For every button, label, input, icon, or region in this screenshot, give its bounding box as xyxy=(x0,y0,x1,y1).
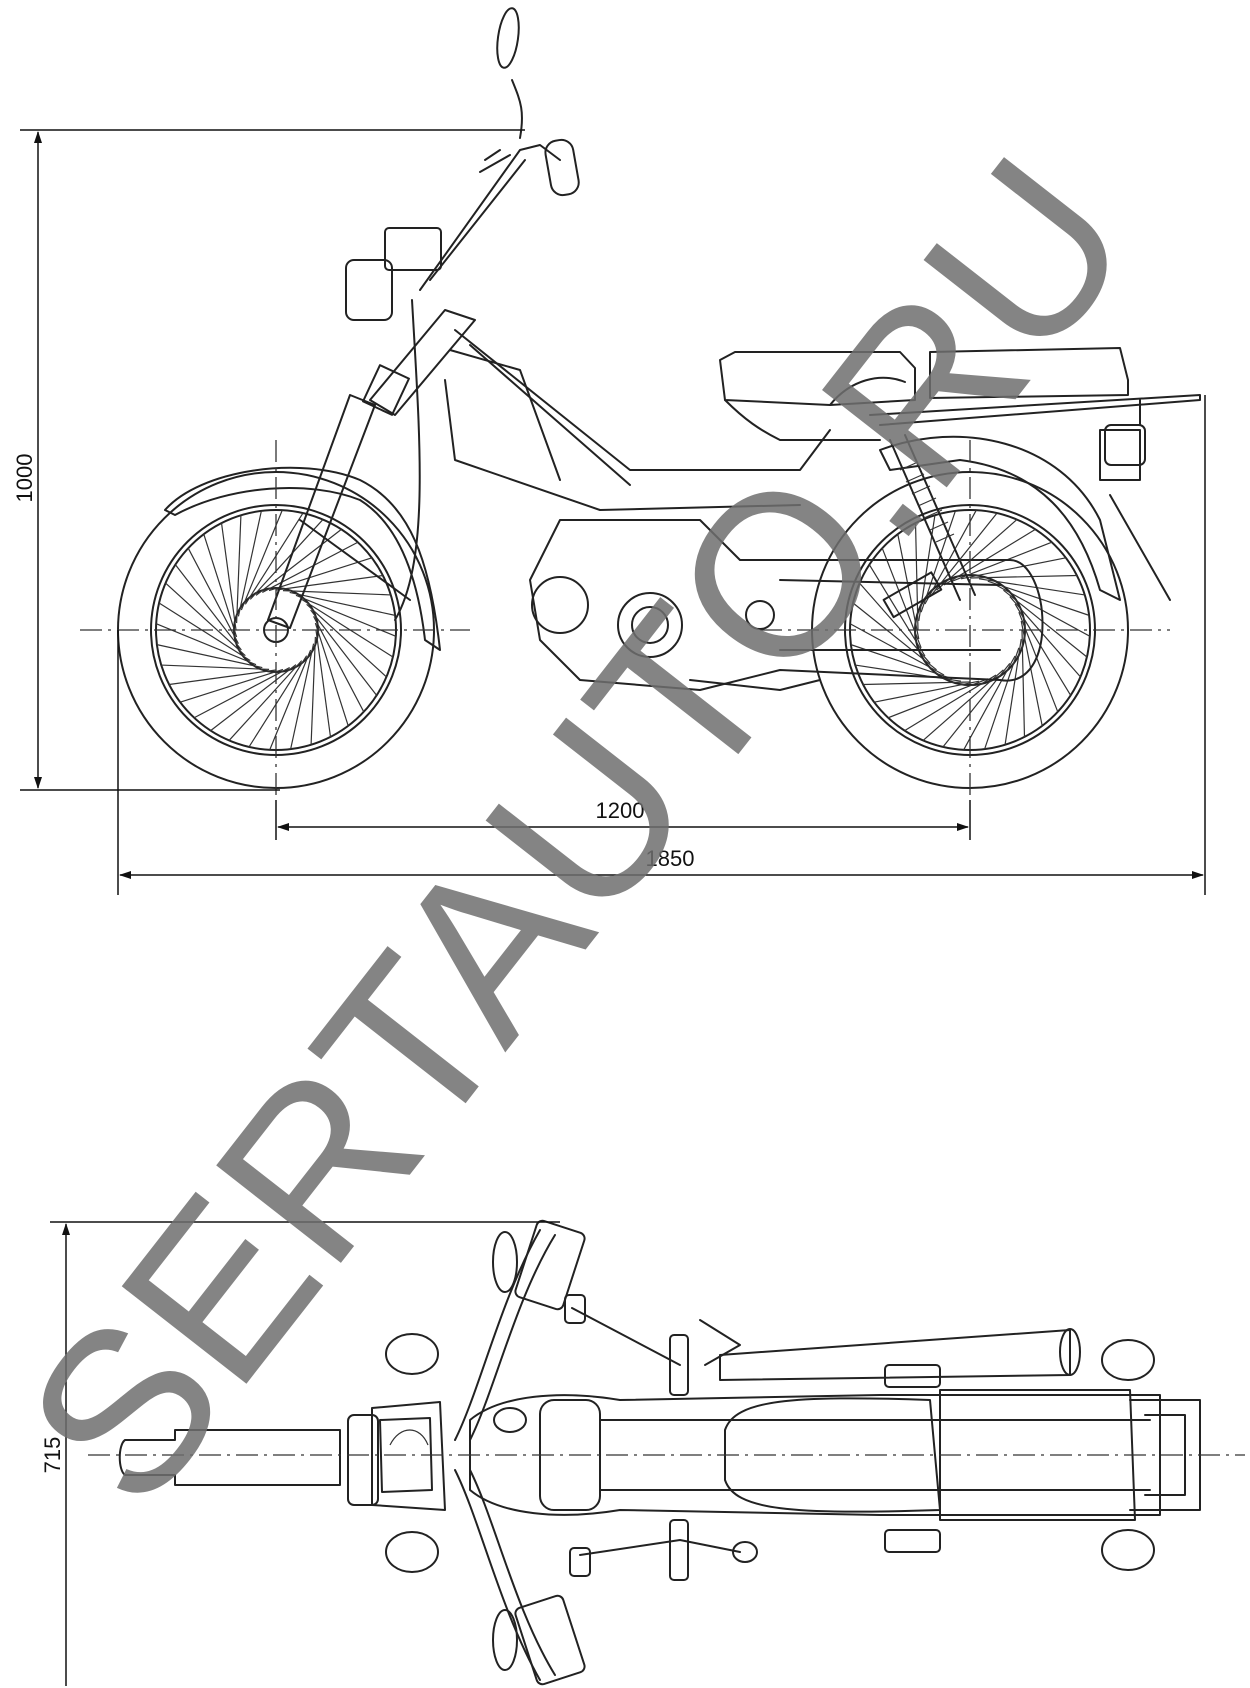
wheel-spoke xyxy=(244,512,304,605)
engine xyxy=(529,519,1044,691)
wheel-spoke xyxy=(236,515,242,624)
wheel-spoke xyxy=(963,655,1016,751)
wheel-spoke xyxy=(1003,589,1088,658)
wheel-spoke xyxy=(978,578,1085,596)
wheel-spoke xyxy=(301,598,394,658)
wheel-spoke xyxy=(881,547,922,649)
wheel-spoke xyxy=(179,668,284,703)
wheel-spoke xyxy=(960,557,1066,580)
foot-pegs xyxy=(564,1294,941,1581)
handlebar xyxy=(419,7,580,291)
taillight xyxy=(1099,429,1171,601)
speedometer xyxy=(371,1401,446,1511)
wheel-spoke xyxy=(1009,596,1081,678)
wheel-spoke xyxy=(969,574,1077,579)
wheel-spoke xyxy=(1014,603,1072,696)
wheel-spoke xyxy=(310,609,378,696)
wheel-spoke xyxy=(174,564,242,651)
wheel-spoke xyxy=(290,643,315,750)
rear-shock xyxy=(889,434,976,601)
turn-signals xyxy=(385,1333,1155,1573)
wheel-spoke xyxy=(314,622,349,727)
seat-top xyxy=(724,1389,1136,1521)
wheel-spoke xyxy=(313,616,365,713)
front-tire-top xyxy=(118,1414,379,1506)
wheel-spoke xyxy=(887,678,989,719)
wheel-spoke xyxy=(249,519,324,600)
height-dimension-label: 1000 xyxy=(12,454,37,503)
rear-fender xyxy=(879,435,1121,601)
wheel-spoke xyxy=(1021,629,1026,737)
wheel-spoke xyxy=(255,528,342,596)
wheel-spoke xyxy=(984,647,1020,750)
wheel-spoke xyxy=(874,680,980,703)
wheel-spoke xyxy=(210,664,297,732)
wheel-spoke xyxy=(275,574,384,591)
seat xyxy=(719,347,1129,441)
wheel-spoke xyxy=(248,655,308,748)
exhaust-top xyxy=(719,1328,1081,1381)
wheel-spoke xyxy=(918,515,936,622)
wheel-spoke xyxy=(161,664,270,670)
wheel-spoke xyxy=(951,541,1053,582)
front-fork xyxy=(267,299,476,629)
width-dimension-label: 715 xyxy=(40,1437,65,1474)
length-dimension-label: 1850 xyxy=(646,846,695,871)
wheel-spoke xyxy=(1020,620,1043,726)
rear-carrier xyxy=(869,394,1201,466)
wheel-spoke xyxy=(863,681,971,686)
wheel-spoke xyxy=(268,557,373,592)
wheel-spoke xyxy=(943,528,1036,586)
wheel-spoke xyxy=(237,510,262,617)
width-dimension xyxy=(50,1221,560,1686)
wheel-spoke xyxy=(220,522,237,631)
frame xyxy=(444,329,831,511)
top-view: 715 xyxy=(40,1219,1245,1686)
wheel-spoke xyxy=(282,590,391,596)
wheel-spoke xyxy=(942,663,1011,748)
wheel-spoke xyxy=(995,584,1091,637)
wheel-spoke xyxy=(1004,638,1022,745)
side-view: 1000 1200 1850 xyxy=(12,7,1206,895)
wheel-spoke xyxy=(852,602,937,671)
wheel-spoke xyxy=(306,603,387,678)
wheel-spoke xyxy=(1018,611,1059,713)
wheel-spoke xyxy=(914,523,919,631)
dimension-lines xyxy=(20,129,1206,895)
wheel-spoke xyxy=(193,667,290,719)
headlight xyxy=(345,227,442,321)
wheel-spoke xyxy=(904,674,997,732)
wheel-spoke xyxy=(269,649,312,751)
wheel-spoke xyxy=(924,509,977,605)
wheel-spoke xyxy=(922,669,1004,741)
wheel-spoke xyxy=(168,669,277,686)
center-lines xyxy=(80,440,1170,800)
wheel-spoke xyxy=(310,636,316,745)
wheel-spoke xyxy=(289,591,396,616)
wheel-spoke xyxy=(868,564,926,657)
wheel-spoke xyxy=(228,660,303,741)
wheel-spoke xyxy=(187,547,239,644)
wheel-spoke xyxy=(156,644,263,669)
wheel-spoke xyxy=(158,602,251,662)
wheel-spoke xyxy=(315,629,332,738)
front-fender xyxy=(164,466,441,651)
wheel-spoke xyxy=(165,582,246,657)
wheel-spoke xyxy=(929,512,998,597)
handlebars-top xyxy=(454,1219,586,1686)
wheelbase-dimension-label: 1200 xyxy=(596,798,645,823)
wheel-spoke xyxy=(855,664,962,682)
wheel-spoke xyxy=(987,580,1090,616)
wheel-spoke xyxy=(203,533,238,638)
wheel-spoke xyxy=(920,510,956,613)
